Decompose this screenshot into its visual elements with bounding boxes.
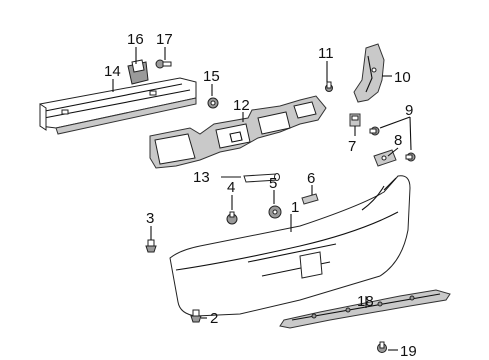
clip-2 <box>190 309 202 323</box>
callout-19: 19 <box>400 343 417 360</box>
callout-7: 7 <box>348 138 356 155</box>
callout-4: 4 <box>227 179 235 196</box>
callout-9: 9 <box>405 102 413 119</box>
reinforcement-beam <box>39 77 197 135</box>
side-bracket <box>353 43 385 103</box>
callout-11: 11 <box>318 45 334 62</box>
screw-9b <box>405 152 416 162</box>
callout-3: 3 <box>146 210 154 227</box>
callout-labels: 1 2 3 4 5 6 7 8 9 10 11 12 13 14 15 16 1… <box>104 31 417 360</box>
clip-3 <box>145 239 157 253</box>
callout-15: 15 <box>203 68 220 85</box>
screw-11 <box>325 81 333 92</box>
callout-17: 17 <box>156 31 173 48</box>
callout-16: 16 <box>127 31 144 48</box>
grommet-5 <box>268 205 282 219</box>
spacer-rod <box>243 173 280 183</box>
clip-7 <box>349 113 361 127</box>
energy-absorber <box>149 95 327 169</box>
bumper-cover <box>169 175 411 317</box>
clip-6 <box>301 193 319 205</box>
nut-15 <box>207 97 219 109</box>
callout-6: 6 <box>307 170 315 187</box>
callout-1: 1 <box>291 199 299 216</box>
leader-lines <box>112 47 412 351</box>
callout-18: 18 <box>357 293 374 310</box>
callout-14: 14 <box>104 63 121 80</box>
bolt-17 <box>155 59 172 69</box>
screw-9a <box>369 126 380 136</box>
callout-8: 8 <box>394 132 402 149</box>
screw-19 <box>377 341 387 353</box>
callout-13: 13 <box>193 169 210 186</box>
callout-5: 5 <box>269 175 277 192</box>
callout-12: 12 <box>233 97 250 114</box>
callout-10: 10 <box>394 69 411 86</box>
callout-2: 2 <box>210 310 218 327</box>
beam-bracket <box>127 59 149 85</box>
clip-4 <box>226 211 238 225</box>
